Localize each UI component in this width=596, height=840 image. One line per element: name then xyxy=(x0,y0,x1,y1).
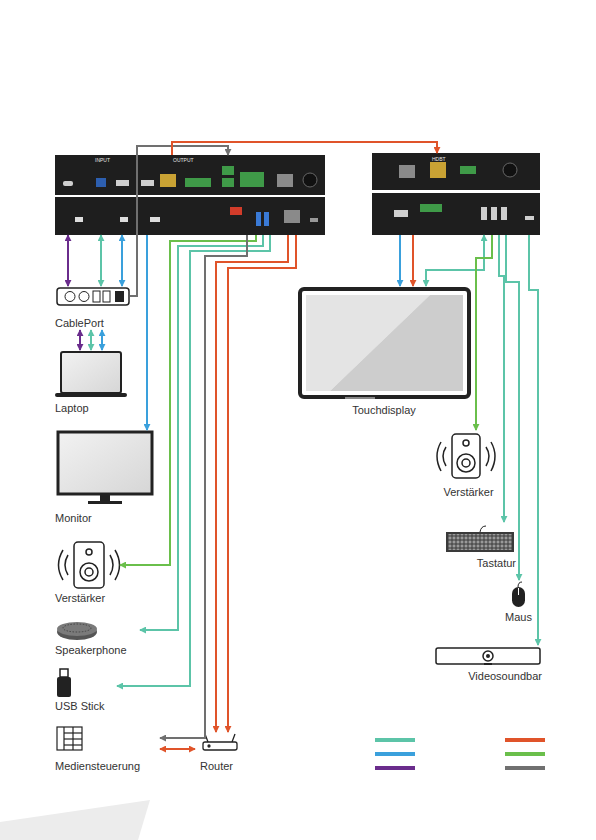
cable-connector xyxy=(101,330,103,350)
legend-swatches xyxy=(375,740,545,768)
device-label: Touchdisplay xyxy=(298,404,470,417)
cable-connector xyxy=(146,235,148,430)
cable-connector xyxy=(79,330,81,350)
cable-connector xyxy=(499,235,504,522)
cable-connector xyxy=(476,235,492,430)
device-node: Laptop xyxy=(55,350,127,415)
cable-connector xyxy=(216,235,288,732)
cable-connector xyxy=(529,235,538,645)
media-control-icon xyxy=(57,727,82,750)
keyboard-icon xyxy=(446,526,514,552)
device-node: Videosoundbar xyxy=(430,645,542,683)
cable-connector xyxy=(160,748,195,750)
device-node: Speakerphone xyxy=(55,618,140,657)
cable-connector xyxy=(228,235,296,732)
cable-connector xyxy=(121,235,123,286)
device-label: Monitor xyxy=(55,512,92,525)
port-label: OUTPUT xyxy=(173,157,194,163)
speakerphone-icon xyxy=(57,622,97,640)
receiver-device xyxy=(372,153,540,235)
device-box: HDBT xyxy=(372,153,540,235)
port-label: INPUT xyxy=(95,157,110,163)
device-node: USB Stick xyxy=(55,666,117,713)
usb-stick-icon xyxy=(57,669,71,697)
port-label: HDBT xyxy=(432,156,446,162)
device-label: CablePort xyxy=(55,317,104,330)
cable-connector xyxy=(67,235,69,286)
cable-connector xyxy=(117,235,270,686)
device-label: Router xyxy=(200,760,233,773)
device-label: Speakerphone xyxy=(55,644,127,657)
device-node: Monitor xyxy=(55,430,155,525)
cable-connector xyxy=(506,235,519,580)
device-node: CablePort xyxy=(55,286,130,330)
device-label: Maus xyxy=(500,611,537,624)
cable-connector xyxy=(140,235,263,630)
device-node: Verstärker xyxy=(437,430,500,499)
cable-connector xyxy=(90,330,92,350)
transmitter-device xyxy=(55,155,325,235)
cable-connector xyxy=(412,235,414,286)
speaker-icon xyxy=(437,434,495,478)
cable-connector xyxy=(120,235,256,565)
device-box: INPUT OUTPUT xyxy=(55,155,325,235)
monitor-icon xyxy=(58,432,152,504)
device-node: Mediensteuerung xyxy=(55,725,160,773)
device-label: Verstärker xyxy=(55,592,105,605)
speaker-icon xyxy=(59,542,120,588)
touchdisplay-icon xyxy=(300,289,469,399)
device-node: Verstärker xyxy=(55,538,120,605)
device-node: Maus xyxy=(500,580,537,624)
corner-band xyxy=(0,800,150,840)
device-node: Touchdisplay xyxy=(298,286,470,417)
cable-connector xyxy=(100,235,102,286)
device-label: Tastatur xyxy=(477,557,516,570)
router-icon xyxy=(203,734,237,750)
device-label: Laptop xyxy=(55,402,89,415)
laptop-icon xyxy=(55,352,127,397)
device-label: Videosoundbar xyxy=(468,670,542,683)
device-label: USB Stick xyxy=(55,700,105,713)
cable-connector xyxy=(160,235,247,738)
device-node: Tastatur xyxy=(440,522,516,570)
cableport-icon xyxy=(57,288,129,305)
cable-connector xyxy=(399,235,401,286)
mouse-icon xyxy=(512,582,525,607)
device-label: Mediensteuerung xyxy=(55,760,140,773)
cable-connector xyxy=(172,142,437,155)
device-node: Router xyxy=(195,732,245,773)
videosoundbar-icon xyxy=(436,648,540,664)
device-label: Verstärker xyxy=(437,486,500,499)
